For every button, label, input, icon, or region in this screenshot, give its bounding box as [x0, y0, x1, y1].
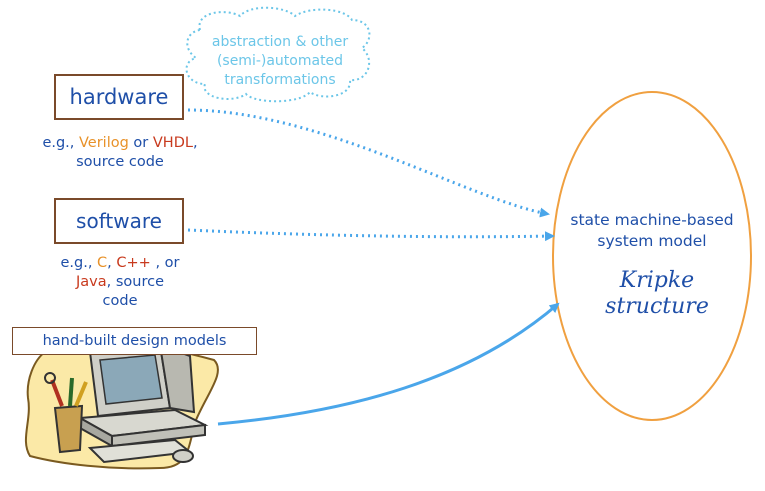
software-note: e.g., C, C++ , or Java, source code [30, 254, 210, 311]
model-line-2: system model [597, 232, 707, 250]
transformation-cloud [185, 6, 371, 103]
software-eg: e.g., [60, 255, 93, 271]
hardware-label: hardware [69, 85, 169, 109]
cloud-line-3: transformations [224, 72, 336, 88]
cloud-line-1: abstraction & other [211, 34, 349, 50]
software-note-line3: code [102, 293, 138, 309]
software-arrow [187, 228, 555, 242]
design-models-label: hand-built design models [42, 333, 227, 349]
java-text: Java [75, 274, 107, 290]
hardware-note: e.g., Verilog or VHDL, source code [20, 134, 220, 172]
design-models-box: hand-built design models [12, 327, 257, 355]
hardware-eg: e.g., [42, 135, 75, 151]
kripke-line-2: structure [605, 294, 709, 319]
hardware-comma: , [192, 135, 198, 151]
c-text: C [97, 255, 108, 271]
cloud-line-2: (semi-)automated [216, 53, 344, 69]
system-model-label: state machine-based system model [552, 210, 752, 252]
computer-clipart-icon [24, 340, 219, 470]
hardware-note-line2: source code [76, 154, 164, 170]
cloud-label: abstraction & other (semi-)automated tra… [196, 33, 364, 90]
software-rest: , source [106, 274, 164, 290]
hardware-arrow [187, 108, 550, 218]
vhdl-text: VHDL [152, 135, 193, 151]
software-sep1: , [107, 255, 112, 271]
software-sep2: , or [155, 255, 180, 271]
model-line-1: state machine-based [570, 211, 734, 229]
hardware-or: or [133, 135, 149, 151]
kripke-line-1: Kripke [619, 268, 695, 293]
verilog-text: Verilog [79, 135, 129, 151]
hardware-box: hardware [54, 74, 184, 120]
design-model-arrow [217, 302, 560, 426]
cpp-text: C++ [116, 255, 151, 271]
software-box: software [54, 198, 184, 244]
system-model-ellipse [552, 91, 752, 421]
software-label: software [76, 209, 162, 233]
kripke-structure-label: Kripke structure [572, 268, 742, 320]
